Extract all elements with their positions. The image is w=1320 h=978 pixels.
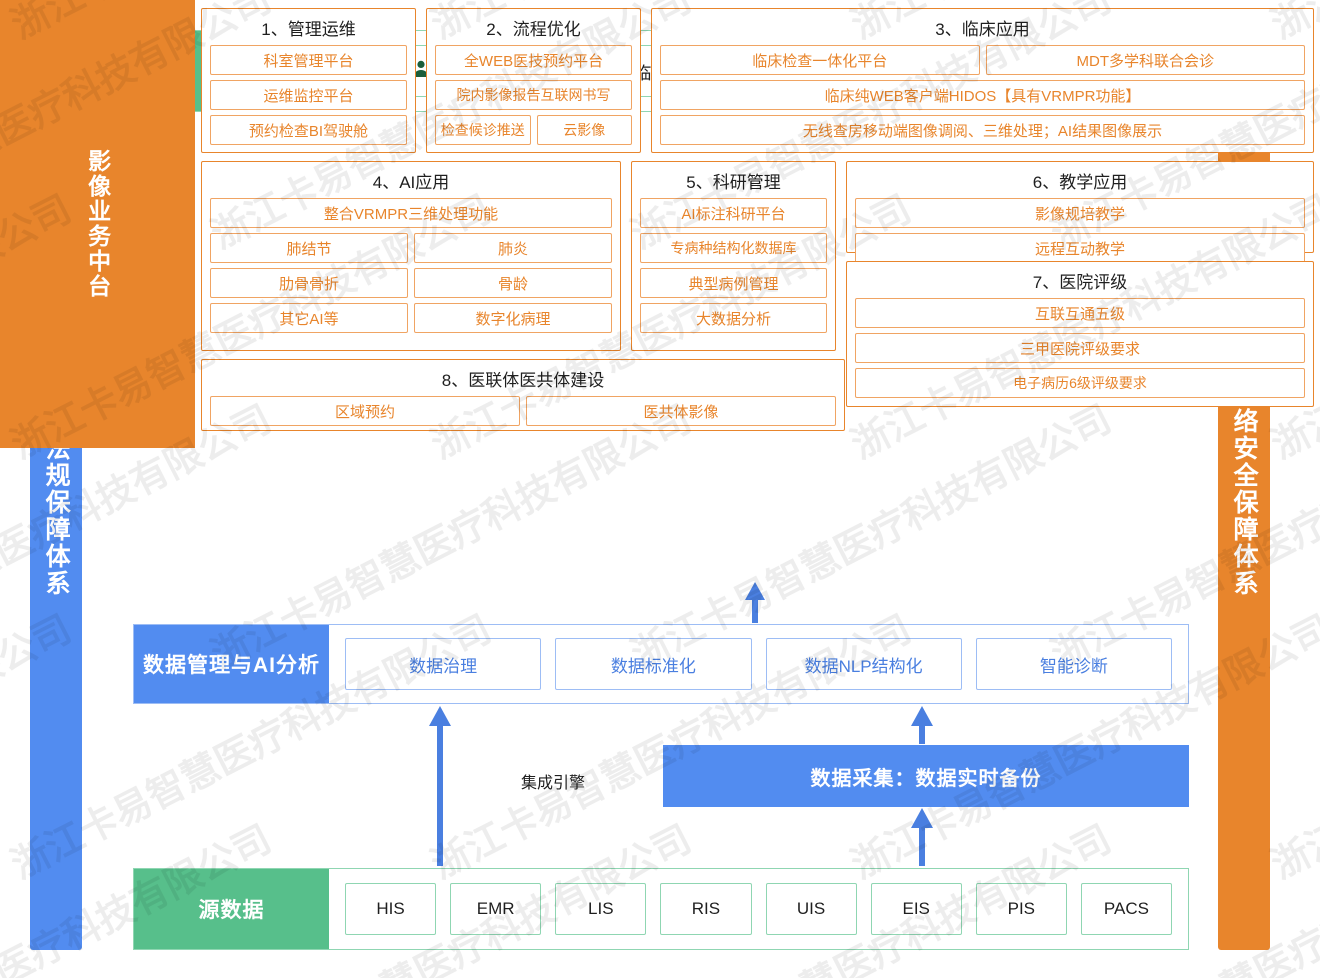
source-data-row: 源数据 HIS EMR LIS RIS UIS EIS PIS PACS [133, 868, 1189, 950]
integration-engine-label: 集成引擎 [520, 775, 585, 792]
group-items: 整合VRMPR三维处理功能 肺结节 肺炎 肋骨骨折 骨龄 其它AI等 数字化病理 [202, 198, 620, 341]
item-other-ai[interactable]: 其它AI等 [210, 303, 408, 333]
group-items: 临床检查一体化平台 MDT多学科联合会诊 临床纯WEB客户端HIDOS【具有VR… [652, 45, 1313, 153]
group-row: 肺结节 肺炎 [210, 233, 612, 263]
data-collection-bar: 数据采集：数据实时备份 [663, 745, 1189, 807]
item-regional-booking[interactable]: 区域预约 [210, 396, 520, 426]
item-hidos-web-client[interactable]: 临床纯WEB客户端HIDOS【具有VRMPR功能】 [660, 80, 1305, 110]
item-imaging-training[interactable]: 影像规培教学 [855, 198, 1305, 228]
dm-chip-data-nlp-structuring[interactable]: 数据NLP结构化 [765, 638, 962, 690]
item-mobile-ward-round-imaging[interactable]: 无线查房移动端图像调阅、三维处理；AI结果图像展示 [660, 115, 1305, 145]
group-row: 区域预约 医共体影像 [210, 396, 836, 426]
platform-band-1: 1、管理运维 科室管理平台 运维监控平台 预约检查BI驾驶舱 2、流程优化 全W… [201, 8, 1314, 153]
item-remote-interactive-teaching[interactable]: 远程互动教学 [855, 233, 1305, 263]
group-items: 科室管理平台 运维监控平台 预约检查BI驾驶舱 [202, 45, 415, 153]
group-title: 3、临床应用 [935, 20, 1030, 39]
item-ops-monitoring-platform[interactable]: 运维监控平台 [210, 80, 407, 110]
dm-chip-data-governance[interactable]: 数据治理 [345, 638, 542, 690]
group-clinical-application: 3、临床应用 临床检查一体化平台 MDT多学科联合会诊 临床纯WEB客户端HID… [651, 8, 1314, 153]
group-title: 7、医院评级 [1032, 273, 1128, 292]
group-items: 区域预约 医共体影像 [202, 396, 844, 434]
data-management-row-label: 数据管理与AI分析 [134, 625, 329, 703]
group-title: 8、医联体医共体建设 [441, 371, 605, 390]
group-items: AI标注科研平台 专病种结构化数据库 典型病例管理 大数据分析 [632, 198, 835, 341]
group-items: 全WEB医技预约平台 院内影像报告互联网书写 检查候诊推送 云影像 [427, 45, 640, 153]
integration-region: 集成引擎 数据采集：数据实时备份 [133, 705, 1189, 868]
source-data-row-label: 源数据 [134, 869, 329, 949]
group-medical-alliance: 8、医联体医共体建设 区域预约 医共体影像 [201, 359, 845, 431]
src-chip-lis[interactable]: LIS [555, 883, 647, 935]
item-mdt-consultation[interactable]: MDT多学科联合会诊 [985, 45, 1305, 75]
item-digital-pathology[interactable]: 数字化病理 [414, 303, 612, 333]
item-dept-management-platform[interactable]: 科室管理平台 [210, 45, 407, 75]
item-bone-age[interactable]: 骨龄 [414, 268, 612, 298]
group-process-optimization: 2、流程优化 全WEB医技预约平台 院内影像报告互联网书写 检查候诊推送 云影像 [426, 8, 641, 153]
platform-right-column: 6、教学应用 影像规培教学 远程互动教学 7、医院评级 互联互通五级 三甲医院评… [846, 161, 1314, 407]
dm-chip-data-standardization[interactable]: 数据标准化 [555, 638, 752, 690]
group-row: 其它AI等 数字化病理 [210, 303, 612, 333]
group-title: 6、教学应用 [1032, 173, 1128, 192]
platform-band-2: 4、AI应用 整合VRMPR三维处理功能 肺结节 肺炎 肋骨骨折 骨龄 其它AI… [201, 161, 1314, 407]
imaging-platform-body: 1、管理运维 科室管理平台 运维监控平台 预约检查BI驾驶舱 2、流程优化 全W… [195, 0, 1320, 978]
network-security-bar-label: 网络安全保障体系 [1230, 381, 1259, 597]
group-items: 互联互通五级 三甲医院评级要求 电子病历6级评级要求 [847, 298, 1313, 406]
item-in-hospital-report-writing[interactable]: 院内影像报告互联网书写 [435, 80, 632, 110]
group-row: 肋骨骨折 骨龄 [210, 268, 612, 298]
group-items: 影像规培教学 远程互动教学 [847, 198, 1313, 271]
group-management-ops: 1、管理运维 科室管理平台 运维监控平台 预约检查BI驾驶舱 [201, 8, 416, 153]
item-pneumonia[interactable]: 肺炎 [414, 233, 612, 263]
patient-icon [411, 59, 431, 84]
src-chip-his[interactable]: HIS [345, 883, 437, 935]
group-row: 临床检查一体化平台 MDT多学科联合会诊 [660, 45, 1305, 75]
src-chip-pacs[interactable]: PACS [1080, 883, 1172, 935]
group-title: 1、管理运维 [261, 20, 356, 39]
item-ai-annotation-research-platform[interactable]: AI标注科研平台 [640, 198, 827, 228]
item-clinical-exam-integration-platform[interactable]: 临床检查一体化平台 [660, 45, 980, 75]
item-rib-fracture[interactable]: 肋骨骨折 [210, 268, 408, 298]
item-big-data-analysis[interactable]: 大数据分析 [640, 303, 827, 333]
group-row: 检查候诊推送 云影像 [435, 115, 632, 145]
src-chip-uis[interactable]: UIS [765, 883, 857, 935]
item-disease-structured-database[interactable]: 专病种结构化数据库 [640, 233, 827, 263]
data-management-row: 数据管理与AI分析 数据治理 数据标准化 数据NLP结构化 智能诊断 [133, 624, 1189, 704]
group-hospital-rating: 7、医院评级 互联互通五级 三甲医院评级要求 电子病历6级评级要求 [846, 261, 1314, 407]
imaging-platform-row: 影像业务中台 1、管理运维 科室管理平台 运维监控平台 预约检查BI驾驶舱 2、… [0, 0, 1314, 448]
group-research-management: 5、科研管理 AI标注科研平台 专病种结构化数据库 典型病例管理 大数据分析 [631, 161, 836, 351]
data-management-list: 数据治理 数据标准化 数据NLP结构化 智能诊断 [329, 625, 1188, 703]
item-lung-nodule[interactable]: 肺结节 [210, 233, 408, 263]
source-data-list: HIS EMR LIS RIS UIS EIS PIS PACS [329, 869, 1188, 949]
src-chip-pis[interactable]: PIS [975, 883, 1067, 935]
src-chip-ris[interactable]: RIS [660, 883, 752, 935]
item-typical-case-management[interactable]: 典型病例管理 [640, 268, 827, 298]
item-exam-booking-bi-cockpit[interactable]: 预约检查BI驾驶舱 [210, 115, 407, 145]
group-title: 5、科研管理 [686, 173, 781, 192]
item-interconnection-level-5[interactable]: 互联互通五级 [855, 298, 1305, 328]
group-teaching-application: 6、教学应用 影像规培教学 远程互动教学 [846, 161, 1314, 263]
group-ai-application: 4、AI应用 整合VRMPR三维处理功能 肺结节 肺炎 肋骨骨折 骨龄 其它AI… [201, 161, 621, 351]
imaging-platform-label: 影像业务中台 [0, 0, 195, 448]
src-chip-emr[interactable]: EMR [450, 883, 542, 935]
item-vrmpr-3d-processing[interactable]: 整合VRMPR三维处理功能 [210, 198, 612, 228]
item-full-web-booking-platform[interactable]: 全WEB医技预约平台 [435, 45, 632, 75]
item-emr-level-6-rating[interactable]: 电子病历6级评级要求 [855, 368, 1305, 398]
item-exam-waiting-push[interactable]: 检查候诊推送 [435, 115, 531, 145]
item-alliance-imaging[interactable]: 医共体影像 [526, 396, 836, 426]
dm-chip-intelligent-diagnosis[interactable]: 智能诊断 [975, 638, 1172, 690]
item-tertiary-hospital-rating[interactable]: 三甲医院评级要求 [855, 333, 1305, 363]
group-title: 2、流程优化 [486, 20, 581, 39]
src-chip-eis[interactable]: EIS [870, 883, 962, 935]
group-title: 4、AI应用 [372, 173, 450, 192]
item-cloud-imaging[interactable]: 云影像 [536, 115, 632, 145]
